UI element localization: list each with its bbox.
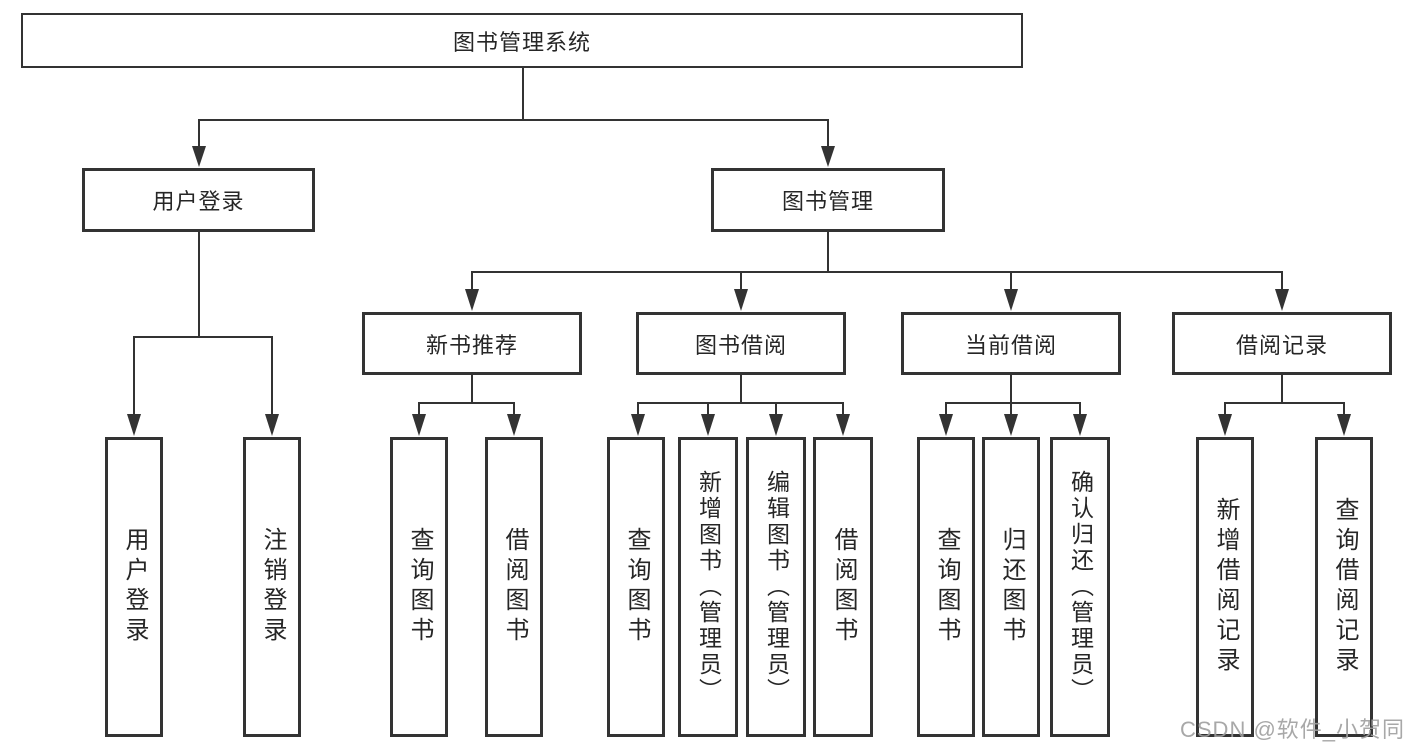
leaf-query-borrow-record: 查询借阅记录 (1315, 437, 1373, 737)
leaf-add-borrow-record: 新增借阅记录 (1196, 437, 1254, 737)
node-borrowing-records: 借阅记录 (1172, 312, 1392, 375)
connector-user-login-children (127, 232, 279, 436)
leaf-borrow-books-recommend: 借阅图书 (485, 437, 543, 737)
connector-root-to-level1 (192, 68, 835, 167)
leaf-user-login: 用户登录 (105, 437, 163, 737)
node-book-borrowing: 图书借阅 (636, 312, 846, 375)
leaf-query-books-recommend: 查询图书 (390, 437, 448, 737)
node-root: 图书管理系统 (21, 13, 1023, 68)
node-new-book-recommendation: 新书推荐 (362, 312, 582, 375)
leaf-return-books: 归还图书 (982, 437, 1040, 737)
node-current-borrowing: 当前借阅 (901, 312, 1121, 375)
leaf-confirm-return-admin: 确认归还（管理员） (1050, 437, 1110, 737)
leaf-query-books-borrowing: 查询图书 (607, 437, 665, 737)
leaf-add-books-admin: 新增图书（管理员） (678, 437, 738, 737)
leaf-logout: 注销登录 (243, 437, 301, 737)
watermark: CSDN @软件_小贺同学 (1180, 717, 1405, 742)
leaf-query-books-current: 查询图书 (917, 437, 975, 737)
connector-borrowing-children (631, 375, 850, 436)
connector-current-borrowing-children (939, 375, 1087, 436)
connector-records-children (1218, 375, 1351, 436)
node-user-login: 用户登录 (82, 168, 315, 232)
node-book-management: 图书管理 (711, 168, 945, 232)
leaf-edit-books-admin: 编辑图书（管理员） (746, 437, 806, 737)
connector-recommendation-children (412, 375, 521, 436)
leaf-borrow-books-borrowing: 借阅图书 (813, 437, 873, 737)
connector-book-management-children (465, 232, 1289, 311)
